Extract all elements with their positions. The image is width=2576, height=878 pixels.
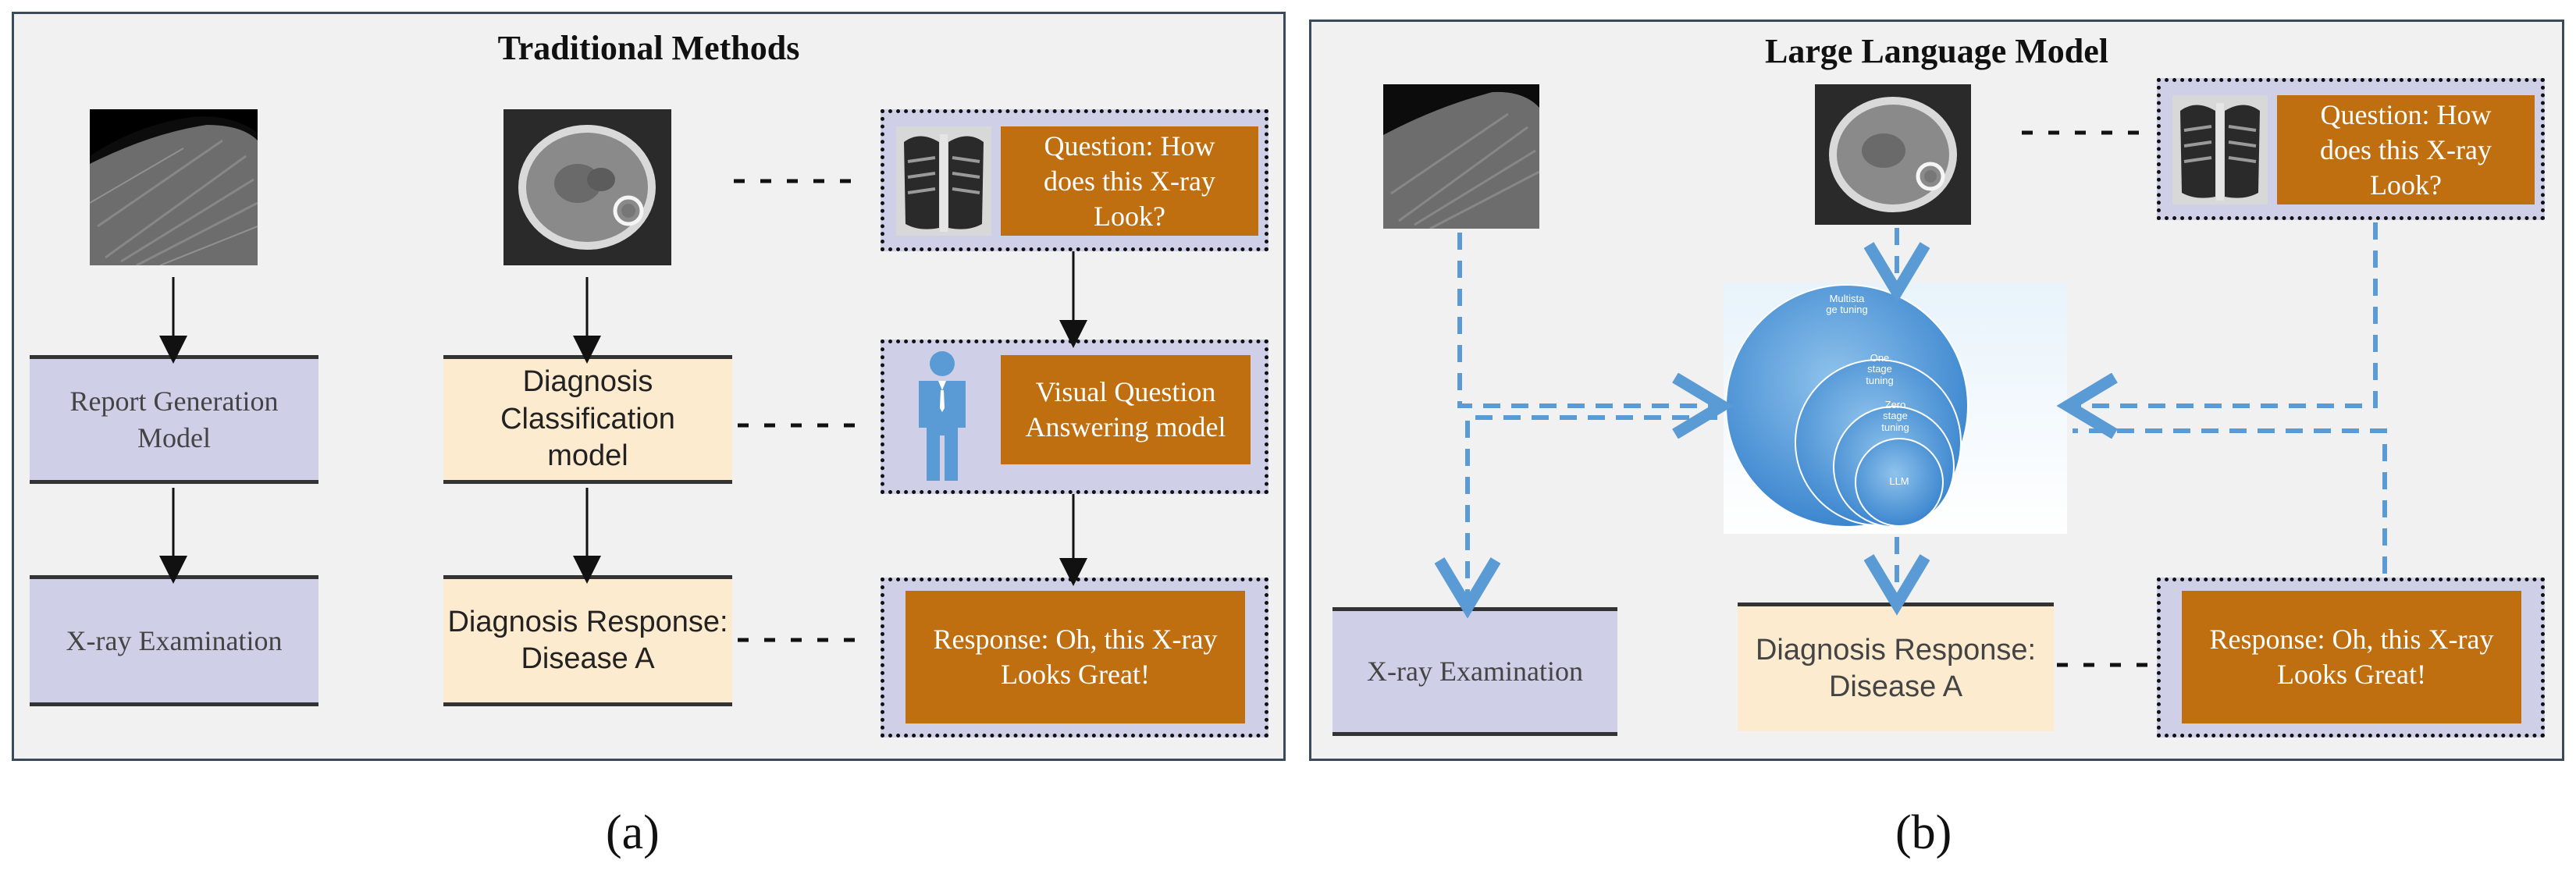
- response-label-a: Response: Oh, this X-ray Looks Great!: [933, 624, 1218, 690]
- panel-a-dashes: [734, 179, 866, 642]
- mammogram-image: [90, 109, 258, 265]
- panel-b-dashes: [2022, 130, 2153, 667]
- xray-examination-box-a: X-ray Examination: [30, 575, 318, 706]
- question-label-b: Question: How does this X-ray Look?: [2320, 98, 2492, 201]
- caption-b: (b): [1895, 806, 1952, 859]
- diagnosis-response-label-a: Diagnosis Response: Disease A: [447, 605, 728, 676]
- panel-a-title: Traditional Methods: [497, 29, 800, 67]
- brain-mri-image-b: [1815, 84, 1971, 225]
- panel-a-arrows: [159, 251, 1087, 586]
- response-label-b: Response: Oh, this X-ray Looks Great!: [2209, 624, 2494, 690]
- vqa-model-label: Visual Question Answering model: [1025, 376, 1226, 443]
- response-box-b: Response: Oh, this X-ray Looks Great!: [2182, 591, 2521, 723]
- panel-b-blue-arrows: [1460, 222, 2387, 603]
- brain-mri-image: [503, 109, 671, 265]
- xray-examination-box-b: X-ray Examination: [1332, 607, 1617, 736]
- diagnosis-response-label-b: Diagnosis Response: Disease A: [1755, 633, 2037, 704]
- xray-examination-label-a: X-ray Examination: [66, 624, 283, 656]
- vqa-model-box: Visual Question Answering model: [1001, 355, 1251, 464]
- circle-label-multistage: Multista ge tuning: [1826, 293, 1868, 316]
- diagnosis-response-box-a: Diagnosis Response: Disease A: [443, 575, 732, 706]
- report-generation-label: Report Generation Model: [69, 385, 279, 453]
- xray-examination-label-b: X-ray Examination: [1367, 656, 1583, 688]
- question-label-a: Question: How does this X-ray Look?: [1044, 130, 1215, 232]
- circle-label-one-stage: One stage tuning: [1866, 352, 1894, 386]
- chest-xray-image-b: [2172, 95, 2268, 204]
- question-box-b: Question: How does this X-ray Look?: [2277, 95, 2535, 204]
- doctor-icon: [915, 350, 970, 482]
- question-box-a: Question: How does this X-ray Look?: [1001, 126, 1258, 236]
- panel-b-title: Large Language Model: [1765, 32, 2108, 70]
- diagnosis-response-box-b: Diagnosis Response: Disease A: [1738, 603, 2054, 731]
- circle-label-zero-stage: Zero stage tuning: [1881, 399, 1909, 433]
- mammogram-image-b: [1383, 84, 1539, 229]
- llm-tuning-circles: Multista ge tuning One stage tuning Zero…: [1724, 283, 2067, 534]
- diagnosis-classification-label: Diagnosis Classification model: [500, 365, 675, 473]
- chest-xray-image-a: [896, 126, 991, 236]
- circle-label-llm: LLM: [1889, 475, 1909, 487]
- caption-a: (a): [606, 806, 660, 859]
- response-box-a: Response: Oh, this X-ray Looks Great!: [906, 591, 1245, 723]
